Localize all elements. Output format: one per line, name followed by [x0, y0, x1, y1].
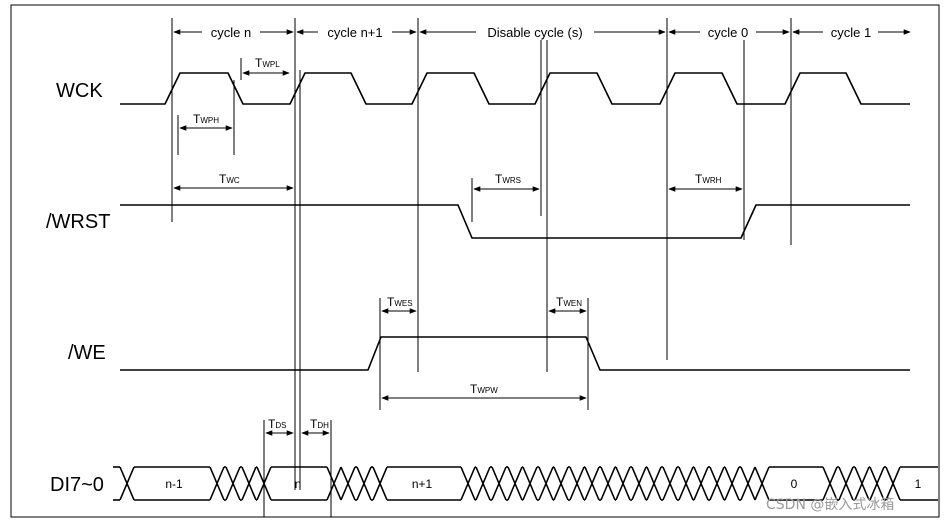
bus-transition [356, 466, 372, 501]
tdh-label: TDH [310, 417, 329, 431]
twen-label: TWEN [556, 295, 582, 309]
signal-label-wck: WCK [56, 80, 103, 102]
bus-transition [256, 466, 272, 501]
bus-transition [740, 466, 756, 501]
bus-transition [460, 466, 476, 501]
bus-transition [869, 466, 885, 501]
bus-transition [209, 466, 225, 501]
data-label-n-plus-1: n+1 [412, 477, 433, 491]
bus-transition [631, 466, 647, 501]
data-label-0: 0 [791, 477, 798, 491]
twes-label: TWES [387, 295, 413, 309]
bus-transition [754, 466, 770, 501]
cycle-n1-label: cycle n+1 [327, 25, 382, 40]
twrs-label: TWRS [495, 172, 521, 186]
twpl-label: TWPL [255, 56, 280, 70]
bus-transition [507, 466, 523, 501]
timing-dimensions [173, 70, 743, 436]
bus-transition [615, 466, 631, 501]
wck-waveform [120, 72, 910, 105]
bus-transition [838, 466, 854, 501]
bus-transition [822, 466, 838, 501]
signal-label-di: DI7~0 [50, 474, 104, 496]
guide-lines [171, 18, 792, 517]
cycle-n-label: cycle n [211, 25, 251, 40]
bus-transition [693, 466, 709, 501]
bus-transition [662, 466, 678, 501]
twc-label: TWC [219, 172, 240, 186]
watermark-text: CSDN @嵌入式冰箱 [766, 497, 894, 513]
bus-transition [885, 466, 901, 501]
diagram-frame [10, 4, 940, 518]
bus-transition [678, 466, 694, 501]
bus-transition [340, 466, 356, 501]
bus-transition [724, 466, 740, 501]
bus-transition [326, 466, 342, 501]
bus-transition [584, 466, 600, 501]
data-label-n-minus-1: n-1 [165, 477, 183, 491]
twrh-label: TWRH [695, 172, 722, 186]
tds-label: TDS [268, 417, 286, 431]
signal-label-wrst: /WRST [46, 211, 110, 233]
bus-transition [475, 466, 491, 501]
twpw-label: TWPW [470, 382, 498, 396]
disable-cycle-label: Disable cycle (s) [487, 25, 582, 40]
bus-transition [646, 466, 662, 501]
bus-transition [709, 466, 725, 501]
data-bus-waveform [113, 466, 938, 501]
bus-transition [553, 466, 569, 501]
bus-transition [225, 466, 241, 501]
bus-transition [854, 466, 870, 501]
signal-label-we: /WE [68, 342, 106, 364]
cycle-1-label: cycle 1 [831, 25, 871, 40]
bus-transition [491, 466, 507, 501]
bus-transition [538, 466, 554, 501]
bus-transition [569, 466, 585, 501]
we-waveform [120, 336, 910, 371]
bus-transition [600, 466, 616, 501]
wrst-waveform [120, 204, 910, 239]
bus-transition [372, 466, 388, 501]
cycle-0-label: cycle 0 [708, 25, 748, 40]
bus-transition [522, 466, 538, 501]
data-label-1: 1 [915, 477, 922, 491]
bus-transition [119, 466, 135, 501]
bus-transition [241, 466, 257, 501]
data-label-n: n [295, 477, 302, 491]
twph-label: TWPH [193, 112, 219, 126]
